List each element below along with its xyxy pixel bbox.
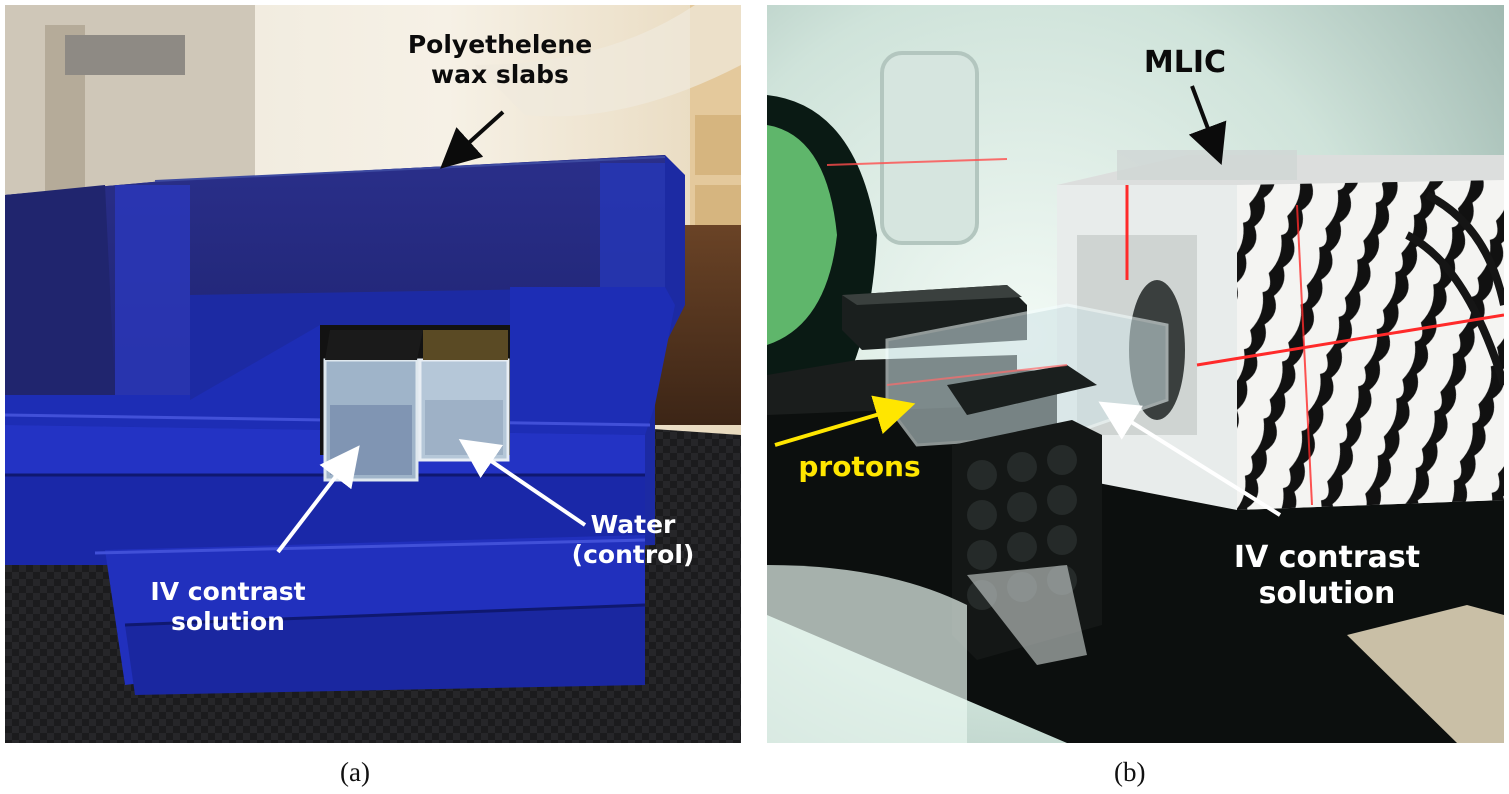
wax-phantom-photo: [5, 5, 741, 743]
photo-panel-a: Polyethelene wax slabs Water (control) I…: [5, 5, 741, 743]
caption-b: (b): [1114, 757, 1146, 787]
mlic-setup-photo: [767, 5, 1504, 743]
label-wax-slabs: Polyethelene wax slabs: [407, 30, 593, 89]
label-mlic: MLIC: [1143, 45, 1227, 80]
caption-a: (a): [340, 757, 370, 787]
label-protons: protons: [798, 450, 921, 483]
label-iv-contrast-a: IV contrast solution: [150, 577, 306, 636]
label-iv-contrast-b: IV contrast solution: [1233, 540, 1421, 611]
label-water-control: Water (control): [571, 510, 695, 569]
photo-panel-b: MLIC protons IV contrast solution: [767, 5, 1504, 743]
